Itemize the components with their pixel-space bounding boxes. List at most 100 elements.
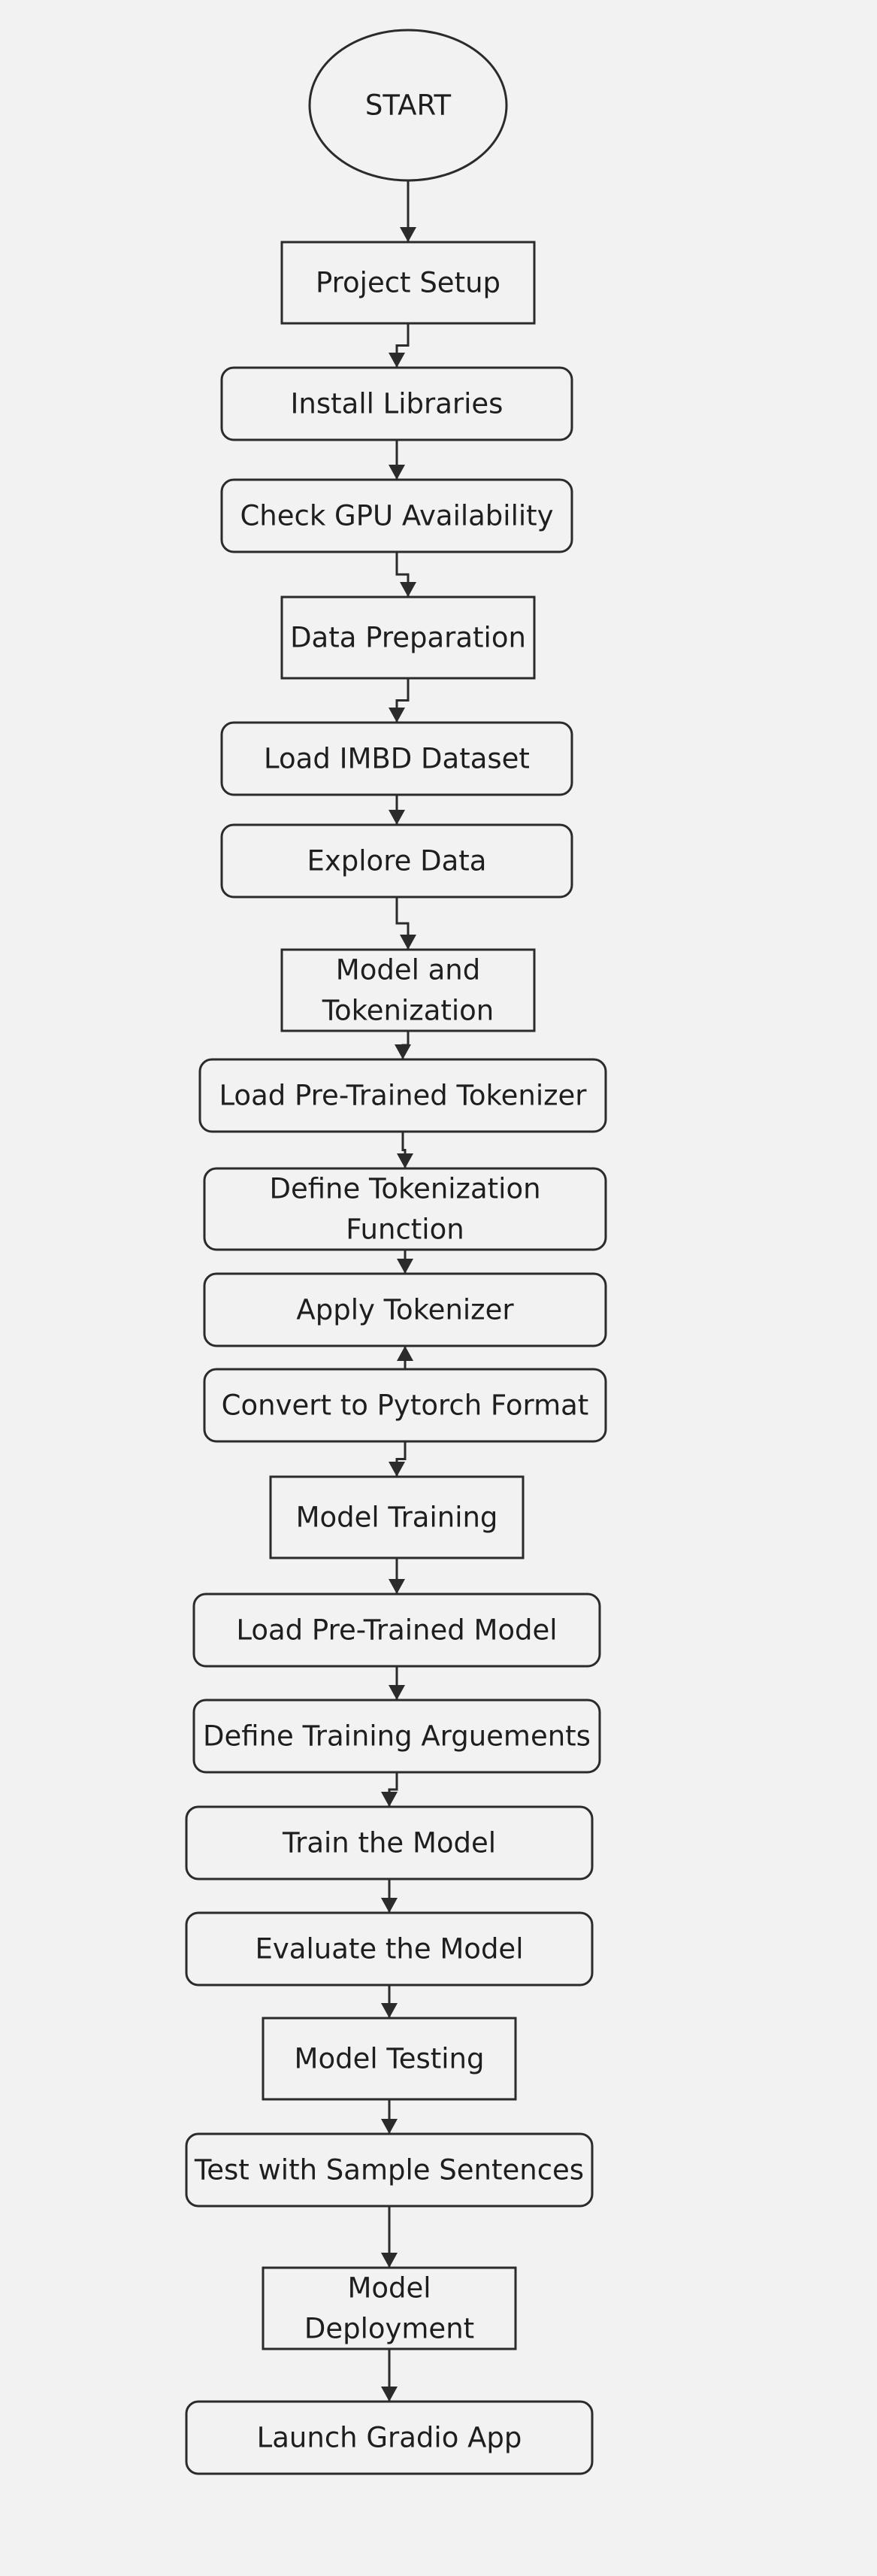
arrowhead	[389, 465, 405, 480]
edge-model-deployment-to-launch-gradio	[381, 2349, 398, 2402]
arrowhead	[381, 2003, 398, 2018]
edge-layer	[381, 180, 416, 2402]
node-define-training-args-label-0: Define Training Arguements	[203, 1720, 591, 1753]
edge-train-model-to-evaluate-model	[381, 1879, 398, 1913]
arrowhead	[400, 935, 416, 950]
node-define-tokenization-label-0: Define Tokenization	[269, 1173, 540, 1205]
arrowhead	[381, 2253, 398, 2268]
edge-install-libraries-to-check-gpu	[389, 440, 405, 480]
edge-check-gpu-to-data-preparation	[395, 552, 416, 597]
arrowhead	[389, 1685, 405, 1700]
node-load-imbd-shape	[220, 721, 573, 796]
node-evaluate-model-label-0: Evaluate the Model	[256, 1933, 524, 1965]
arrowhead	[389, 708, 405, 723]
node-install-libraries: Install Libraries	[220, 366, 573, 441]
arrowhead	[400, 582, 416, 597]
node-model-tokenization-label-1: Tokenization	[322, 995, 494, 1027]
edge-evaluate-model-to-model-testing	[381, 1985, 398, 2018]
node-test-sample-label-0: Test with Sample Sentences	[194, 2154, 584, 2187]
node-train-model-shape	[185, 1805, 594, 1880]
node-launch-gradio-label-0: Launch Gradio App	[257, 2422, 522, 2454]
node-project-setup-label-0: Project Setup	[316, 267, 500, 299]
arrowhead	[381, 1898, 398, 1913]
node-install-libraries-label-0: Install Libraries	[291, 388, 504, 420]
node-model-training-label-0: Model Training	[296, 1502, 498, 1534]
node-apply-tokenizer-shape	[203, 1272, 607, 1347]
node-data-preparation: Data Preparation	[280, 596, 536, 680]
edge-define-training-args-to-train-model	[381, 1772, 398, 1807]
arrowhead	[389, 810, 405, 825]
node-define-tokenization-label-1: Function	[346, 1214, 464, 1246]
edge-define-tokenization-to-apply-tokenizer	[397, 1250, 413, 1274]
node-convert-pytorch-label-0: Convert to Pytorch Format	[222, 1390, 589, 1422]
node-define-tokenization-shape	[203, 1167, 607, 1251]
edge-test-sample-to-model-deployment	[381, 2206, 398, 2268]
node-explore-data: Explore Data	[220, 823, 573, 899]
node-model-testing-shape	[262, 2017, 517, 2101]
node-launch-gradio-shape	[185, 2400, 594, 2475]
node-load-imbd: Load IMBD Dataset	[220, 721, 573, 796]
node-test-sample: Test with Sample Sentences	[185, 2132, 594, 2208]
node-load-model: Load Pre-Trained Model	[192, 1593, 601, 1668]
node-model-training: Model Training	[269, 1475, 525, 1559]
node-launch-gradio: Launch Gradio App	[185, 2400, 594, 2475]
arrowhead	[397, 1153, 413, 1168]
edge-convert-pytorch-to-model-training	[389, 1441, 407, 1477]
node-load-tokenizer-label-0: Load Pre-Trained Tokenizer	[219, 1080, 587, 1112]
node-data-preparation-shape	[280, 596, 536, 680]
node-convert-pytorch: Convert to Pytorch Format	[203, 1368, 607, 1443]
node-model-tokenization-label-0: Model and	[336, 954, 480, 986]
node-train-model-label-0: Train the Model	[282, 1827, 496, 1859]
edge-load-tokenizer-to-define-tokenization	[397, 1132, 413, 1168]
node-apply-tokenizer-label-0: Apply Tokenizer	[296, 1294, 514, 1326]
arrowhead	[381, 1792, 398, 1807]
node-model-testing-label-0: Model Testing	[295, 2043, 485, 2075]
node-install-libraries-shape	[220, 366, 573, 441]
edge-data-preparation-to-load-imbd	[389, 678, 410, 723]
node-define-training-args-shape	[192, 1699, 601, 1774]
arrowhead	[389, 1579, 405, 1594]
node-train-model: Train the Model	[185, 1805, 594, 1880]
edge-project-setup-to-install-libraries	[389, 323, 410, 368]
arrowhead	[381, 2119, 398, 2134]
node-evaluate-model: Evaluate the Model	[185, 1911, 594, 1987]
node-check-gpu: Check GPU Availability	[220, 478, 573, 553]
node-project-setup: Project Setup	[280, 241, 536, 325]
node-check-gpu-shape	[220, 478, 573, 553]
node-start-shape	[308, 29, 508, 182]
node-load-model-shape	[192, 1593, 601, 1668]
node-define-training-args: Define Training Arguements	[192, 1699, 601, 1774]
arrowhead	[400, 227, 416, 242]
node-explore-data-shape	[220, 823, 573, 899]
node-convert-pytorch-shape	[203, 1368, 607, 1443]
edge-explore-data-to-model-tokenization	[395, 897, 416, 950]
node-load-tokenizer-shape	[198, 1058, 607, 1133]
node-start: START	[308, 29, 508, 182]
node-load-model-label-0: Load Pre-Trained Model	[236, 1614, 557, 1647]
edge-load-imbd-to-explore-data	[389, 795, 405, 825]
edge-convert-pytorch-to-apply-tokenizer	[397, 1346, 413, 1369]
arrowhead	[395, 1044, 411, 1059]
edge-model-testing-to-test-sample	[381, 2099, 398, 2134]
arrowhead	[389, 353, 405, 368]
node-project-setup-shape	[280, 241, 536, 325]
node-model-training-shape	[269, 1475, 525, 1559]
node-load-imbd-label-0: Load IMBD Dataset	[264, 743, 530, 775]
node-model-tokenization-shape	[280, 948, 536, 1032]
edge-start-to-project-setup	[400, 180, 416, 242]
node-model-deployment-label-1: Deployment	[304, 2313, 474, 2345]
node-model-deployment-label-0: Model	[347, 2272, 431, 2305]
arrowhead	[389, 1462, 405, 1477]
node-start-label-0: START	[365, 89, 452, 122]
node-test-sample-shape	[185, 2132, 594, 2208]
node-explore-data-label-0: Explore Data	[307, 845, 487, 877]
edge-model-tokenization-to-load-tokenizer	[395, 1031, 411, 1059]
arrowhead	[381, 2387, 398, 2402]
arrowhead	[397, 1259, 413, 1274]
edge-model-training-to-load-model	[389, 1558, 405, 1594]
